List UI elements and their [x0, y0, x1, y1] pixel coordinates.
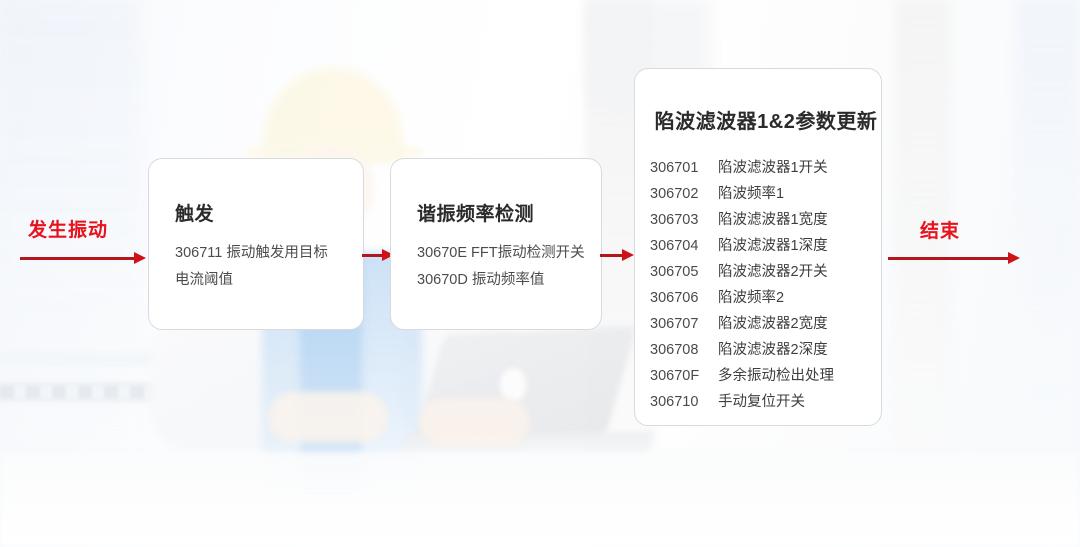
card-resonance-detection-line: 30670D 振动频率值	[417, 272, 545, 288]
arrow-shaft	[600, 254, 623, 257]
notch-parameter-code: 306705	[650, 264, 699, 280]
notch-parameter-row: 306706 陷波频率2	[650, 286, 881, 312]
notch-parameter-code: 306707	[650, 316, 699, 332]
notch-parameter-row: 306710 手动复位开关	[650, 390, 881, 416]
card-trigger-line: 电流阈值	[175, 272, 233, 288]
notch-parameter-row: 306704 陷波滤波器1深度	[650, 234, 881, 260]
notch-parameter-code: 306702	[650, 186, 699, 202]
notch-parameter-name: 陷波滤波器1深度	[718, 238, 828, 254]
card-resonance-detection-title: 谐振频率检测	[417, 204, 535, 225]
card-resonance-detection-body: 30670E FFT振动检测开关 30670D 振动频率值	[417, 240, 601, 294]
notch-parameter-name: 陷波频率1	[718, 186, 785, 202]
notch-parameter-row: 30670F 多余振动检出处理	[650, 364, 881, 390]
notch-parameter-row: 306703 陷波滤波器1宽度	[650, 208, 881, 234]
end-arrow	[888, 250, 1020, 266]
background-worker-hand-left	[268, 392, 388, 442]
notch-parameter-code: 30670F	[650, 368, 700, 384]
exit-label: 结束	[920, 221, 961, 242]
arrow-shaft	[888, 257, 1009, 260]
notch-parameter-name: 陷波滤波器1开关	[718, 160, 828, 176]
background-laptop-logo	[500, 368, 526, 402]
notch-parameter-name: 陷波滤波器1宽度	[718, 212, 828, 228]
background-equipment-rack-upper	[0, 352, 160, 366]
arrow-shaft	[362, 254, 383, 257]
card-resonance-detection-line: 30670E FFT振动检测开关	[417, 245, 585, 261]
arrow-right-icon	[622, 249, 634, 261]
card-trigger-body: 306711 振动触发用目标 电流阈值	[175, 240, 363, 294]
notch-parameter-row: 306701 陷波滤波器1开关	[650, 156, 881, 182]
card-notch-filter-update-title: 陷波滤波器1&2参数更新	[654, 111, 878, 133]
notch-parameter-code: 306704	[650, 238, 699, 254]
detect-to-notch-arrow	[600, 247, 634, 263]
notch-parameter-name: 陷波滤波器2深度	[718, 342, 828, 358]
background-equipment-rack-lights	[0, 386, 150, 398]
card-trigger-title: 触发	[175, 204, 215, 225]
notch-parameter-code: 306706	[650, 290, 699, 306]
notch-parameter-row: 306707 陷波滤波器2宽度	[650, 312, 881, 338]
background-laptop-lid	[412, 325, 638, 445]
background-desk-surface	[0, 452, 1080, 547]
arrow-right-icon	[134, 252, 146, 264]
notch-parameter-name: 陷波频率2	[718, 290, 785, 306]
notch-parameter-name: 手动复位开关	[718, 394, 805, 410]
notch-parameter-name: 多余振动检出处理	[718, 368, 834, 384]
notch-parameter-name: 陷波滤波器2宽度	[718, 316, 828, 332]
arrow-right-icon	[1008, 252, 1020, 264]
arrow-shaft	[20, 257, 135, 260]
notch-parameter-code: 306710	[650, 394, 699, 410]
background-panel-right	[895, 0, 950, 547]
notch-parameter-code: 306708	[650, 342, 699, 358]
background-equipment-rack	[0, 382, 155, 402]
background-laptop-base	[394, 432, 656, 458]
start-arrow	[20, 250, 146, 266]
background-panel-left	[0, 0, 140, 547]
notch-parameter-row: 306708 陷波滤波器2深度	[650, 338, 881, 364]
notch-parameter-code: 306701	[650, 160, 699, 176]
background-worker-hand-right	[420, 398, 530, 446]
notch-parameter-name: 陷波滤波器2开关	[718, 264, 828, 280]
background-hard-hat	[268, 72, 398, 158]
card-trigger-line: 306711 振动触发用目标	[175, 245, 328, 261]
card-trigger[interactable]: 触发 306711 振动触发用目标 电流阈值	[148, 158, 364, 330]
notch-parameter-row: 306702 陷波频率1	[650, 182, 881, 208]
entry-label: 发生振动	[28, 220, 109, 241]
notch-parameter-row: 306705 陷波滤波器2开关	[650, 260, 881, 286]
background-panel-far-right	[1015, 0, 1080, 547]
notch-parameter-code: 306703	[650, 212, 699, 228]
card-resonance-detection[interactable]: 谐振频率检测 30670E FFT振动检测开关 30670D 振动频率值	[390, 158, 602, 330]
